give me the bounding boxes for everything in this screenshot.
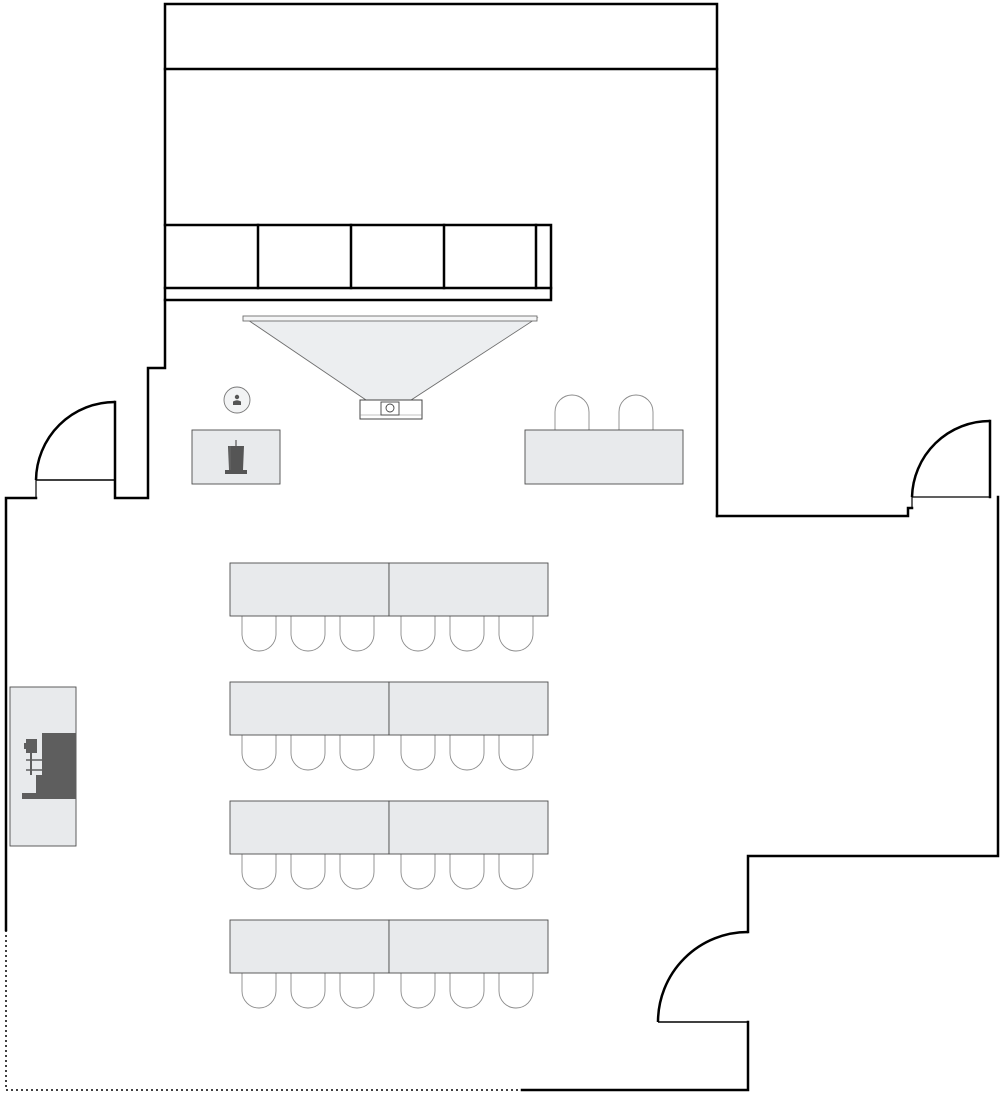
head-table[interactable]: [524, 429, 684, 485]
head-table-group[interactable]: [524, 394, 684, 485]
chair[interactable]: [339, 973, 375, 1009]
chair[interactable]: [339, 735, 375, 771]
classroom-row: [229, 562, 549, 652]
chair[interactable]: [241, 616, 277, 652]
classroom-table[interactable]: [388, 562, 549, 617]
chair[interactable]: [449, 973, 485, 1009]
chair[interactable]: [498, 735, 534, 771]
chair[interactable]: [498, 973, 534, 1009]
wall-alcove: [163, 2, 719, 518]
classroom-seating: [229, 562, 549, 1009]
classroom-table[interactable]: [229, 919, 390, 974]
walls: [4, 2, 1000, 1092]
wall-right-upper: [715, 506, 914, 518]
cabinet-outer: [163, 223, 553, 302]
chair[interactable]: [241, 735, 277, 771]
chair[interactable]: [339, 616, 375, 652]
chair[interactable]: [400, 616, 436, 652]
chair[interactable]: [400, 854, 436, 890]
chair[interactable]: [498, 854, 534, 890]
chair[interactable]: [449, 616, 485, 652]
chair[interactable]: [449, 735, 485, 771]
classroom-table[interactable]: [229, 800, 390, 855]
projection-beam: [243, 317, 539, 403]
wall-left-upper: [113, 298, 167, 500]
wall-bottom: [520, 1020, 750, 1092]
classroom-row: [229, 681, 549, 771]
chair[interactable]: [290, 735, 326, 771]
buffet-station[interactable]: [9, 686, 77, 847]
head-table-chair[interactable]: [618, 394, 654, 430]
person-icon: [223, 386, 251, 414]
chair[interactable]: [290, 973, 326, 1009]
classroom-table[interactable]: [388, 800, 549, 855]
door-left[interactable]: [34, 400, 116, 498]
wall-left: [4, 496, 38, 932]
buffet-station-icon: [22, 733, 76, 799]
wall-right-lower: [746, 495, 1000, 934]
door-right[interactable]: [910, 419, 991, 508]
classroom-table[interactable]: [388, 681, 549, 736]
projector-icon[interactable]: [359, 399, 423, 420]
storage-cabinets: [163, 223, 553, 302]
classroom-table[interactable]: [229, 681, 390, 736]
chair[interactable]: [290, 854, 326, 890]
projection-screen-icon: [242, 315, 538, 322]
podium-icon: [225, 440, 247, 474]
chair[interactable]: [290, 616, 326, 652]
classroom-table[interactable]: [388, 919, 549, 974]
chair[interactable]: [241, 854, 277, 890]
classroom-row: [229, 800, 549, 890]
chair[interactable]: [400, 973, 436, 1009]
door-bottom-right[interactable]: [656, 930, 749, 1023]
classroom-row: [229, 919, 549, 1009]
chair[interactable]: [498, 616, 534, 652]
chair[interactable]: [339, 854, 375, 890]
podium-table[interactable]: [191, 429, 281, 485]
projection: [242, 315, 539, 420]
head-table-chair[interactable]: [554, 394, 590, 430]
chair[interactable]: [241, 973, 277, 1009]
chair[interactable]: [400, 735, 436, 771]
classroom-table[interactable]: [229, 562, 390, 617]
chair[interactable]: [449, 854, 485, 890]
